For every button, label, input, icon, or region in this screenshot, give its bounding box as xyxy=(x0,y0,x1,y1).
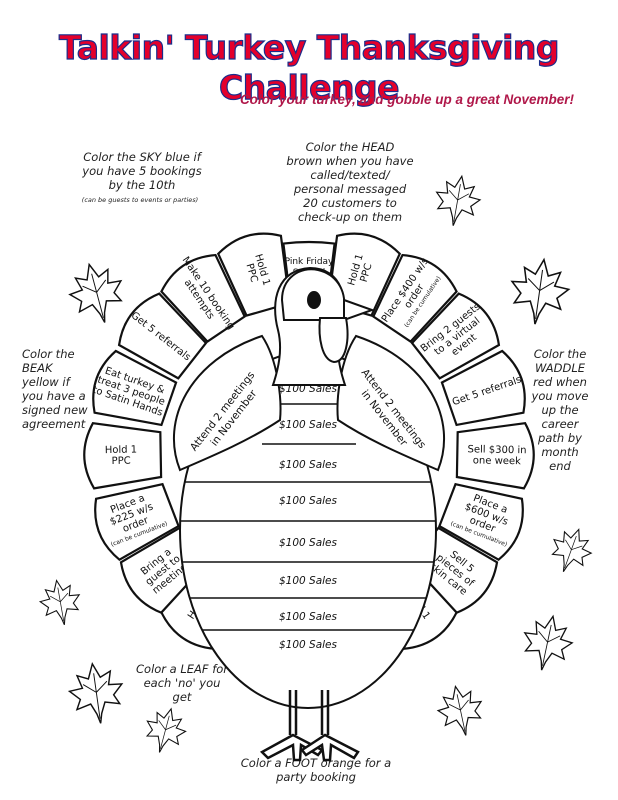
turkey-beak xyxy=(343,298,375,322)
feather-shape xyxy=(371,253,458,344)
feather-shape xyxy=(216,232,291,317)
feather-shape xyxy=(440,349,526,427)
left-feather-1: Hold 1PPC xyxy=(216,232,291,317)
maple-leaf-icon xyxy=(436,684,483,736)
right-feather-6: Place a$600 w/sorder(can be cumulative) xyxy=(438,482,524,562)
feather-shape xyxy=(83,421,163,490)
page-subtitle: Color your turkey, and gobble up a great… xyxy=(239,92,574,107)
maple-leaf-icon xyxy=(551,528,593,572)
sky-instruction-note: (can be guests to events or parties) xyxy=(81,196,199,204)
turkey-feet xyxy=(259,690,360,762)
left-leg xyxy=(288,690,298,735)
waddle-instruction: Color the WADDLE red when you move up th… xyxy=(531,347,589,473)
right-foot xyxy=(300,733,360,762)
feather-label: Hold 1PPC xyxy=(105,445,138,468)
body-row-label: $100 Sales xyxy=(279,495,338,507)
maple-leaf-icon xyxy=(67,662,124,724)
turkey-body-group xyxy=(172,266,446,762)
maple-leaf-icon xyxy=(38,579,81,626)
left-feather-5: Hold 1PPC xyxy=(83,421,163,490)
foot-instruction: Color a FOOT orange for a party booking xyxy=(240,756,392,784)
right-leg xyxy=(320,690,330,735)
body-row-label: $100 Sales xyxy=(279,537,338,549)
leaf-instruction: Color a LEAF for each 'no' you get xyxy=(136,662,229,704)
feather-shape xyxy=(160,253,247,344)
body-rows xyxy=(180,403,436,631)
body-row-label: $100 Sales xyxy=(279,419,338,431)
feather-shape xyxy=(94,482,180,562)
maple-leaf-icon xyxy=(523,614,574,671)
maple-leaf-icon xyxy=(68,262,123,323)
turkey-eye xyxy=(307,291,321,309)
maple-leaves xyxy=(38,174,593,753)
maple-leaf-icon xyxy=(510,257,571,325)
feather-shape xyxy=(410,292,501,380)
body-row-label: $100 Sales xyxy=(279,575,338,587)
body-row-label: $100 Sales xyxy=(279,611,338,623)
body-row-label: $100 Sales xyxy=(279,459,338,471)
feather-shape xyxy=(117,292,208,380)
right-feather-5: Sell $300 inone week xyxy=(455,421,535,490)
page-title: Talkin' Turkey Thanksgiving Challenge xyxy=(58,27,560,107)
sky-instruction: Color the SKY blue if you have 5 booking… xyxy=(82,150,202,192)
feather-shape xyxy=(327,232,402,317)
right-feather-1: Hold 1PPC xyxy=(327,232,402,317)
right-feather-4: Get 5 referrals xyxy=(440,349,526,427)
body-row-label: $100 Sales xyxy=(279,383,338,395)
maple-leaf-icon xyxy=(435,174,482,226)
feather-shape xyxy=(92,349,178,427)
maple-leaf-icon xyxy=(145,707,187,753)
feather-shape xyxy=(455,421,535,490)
left-feather-4: Eat turkey &treat 3 peopleto Satin Hands xyxy=(91,349,178,427)
head-instruction: Color the HEAD brown when you have calle… xyxy=(286,140,414,224)
feather-label: Sell $300 inone week xyxy=(467,444,526,467)
right-feather-2: Place $400 w/sorder(can be cumulative) xyxy=(371,253,458,344)
right-wing xyxy=(336,334,446,472)
beak-instruction: Color the BEAK yellow if you have a sign… xyxy=(22,347,88,431)
left-feather-3: Get 5 referrals xyxy=(117,292,208,380)
turkey-waddle xyxy=(318,317,349,364)
body-row-label: $100 Sales xyxy=(279,639,338,651)
feather-shape xyxy=(438,482,524,562)
left-feather-6: Place a$225 w/sorder(can be cumulative) xyxy=(94,482,180,562)
left-wing xyxy=(172,334,282,472)
